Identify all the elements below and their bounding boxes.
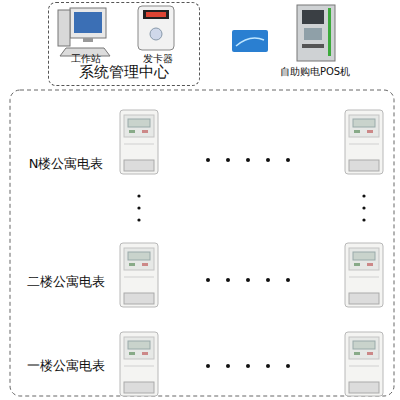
ellipsis-dots [362,194,365,197]
workstation-illustration [58,8,110,56]
ellipsis-dots [286,364,290,368]
group-box: 系统管理中心工作站 发卡器 [48,2,200,86]
card-illustration [232,30,268,52]
pos-kiosk-illustration [302,44,324,48]
ellipsis-dots [137,158,365,368]
ellipsis-dots [362,206,365,209]
meter-illustration [120,243,158,307]
ellipsis-dots [137,206,140,209]
ellipsis-dots [206,364,210,368]
node-label: 发卡器 [143,53,173,65]
row-label: 一楼公寓电表 [18,357,114,375]
meter-illustration [120,110,383,396]
card-issuer-illustration [150,28,162,40]
pos-kiosk-illustration [302,10,324,24]
pos-kiosk-illustration [297,5,335,61]
pos-kiosk-illustration [328,8,331,56]
meter-illustration [345,110,383,174]
meter-illustration [345,243,383,307]
meter-illustration [120,332,158,396]
ellipsis-dots [226,278,230,282]
card-issuer-illustration [146,12,166,17]
ellipsis-dots [226,158,230,162]
device-box: 发卡器 [133,5,183,65]
ellipsis-dots [266,158,270,162]
ellipsis-dots [246,158,250,162]
ellipsis-dots [137,194,140,197]
workstation-illustration [74,12,102,33]
ellipsis-dots [137,218,140,221]
ellipsis-dots [362,218,365,221]
pos-kiosk-illustration [297,5,335,61]
pos-kiosk-illustration [304,28,322,40]
workstation-illustration [83,38,93,42]
card-issuer-illustration [143,10,169,19]
meter-illustration [345,332,383,396]
card-issuer-illustration [138,6,174,50]
device-box: 自助购电POS机 [266,2,364,80]
workstation-illustration [58,10,70,46]
node-label: 工作站 [71,53,101,65]
card-illustration [232,30,268,52]
ellipsis-dots [266,278,270,282]
meter-group-frame [10,90,394,396]
node-label: 自助购电POS机 [280,66,350,78]
ellipsis-dots [266,364,270,368]
card-illustration [236,38,264,46]
ellipsis-dots [226,364,230,368]
card-issuer-illustration [138,6,174,50]
ellipsis-dots [246,278,250,282]
row-label: N楼公寓电表 [18,155,114,173]
meter-illustration [120,110,158,174]
ellipsis-dots [286,278,290,282]
workstation-illustration [70,8,106,38]
ellipsis-dots [246,364,250,368]
ellipsis-dots [206,278,210,282]
row-label: 二楼公寓电表 [18,273,114,291]
node-label: 系统管理中心 [79,63,169,81]
ellipsis-dots [286,158,290,162]
device-box: 工作站 [55,5,117,65]
ellipsis-dots [206,158,210,162]
